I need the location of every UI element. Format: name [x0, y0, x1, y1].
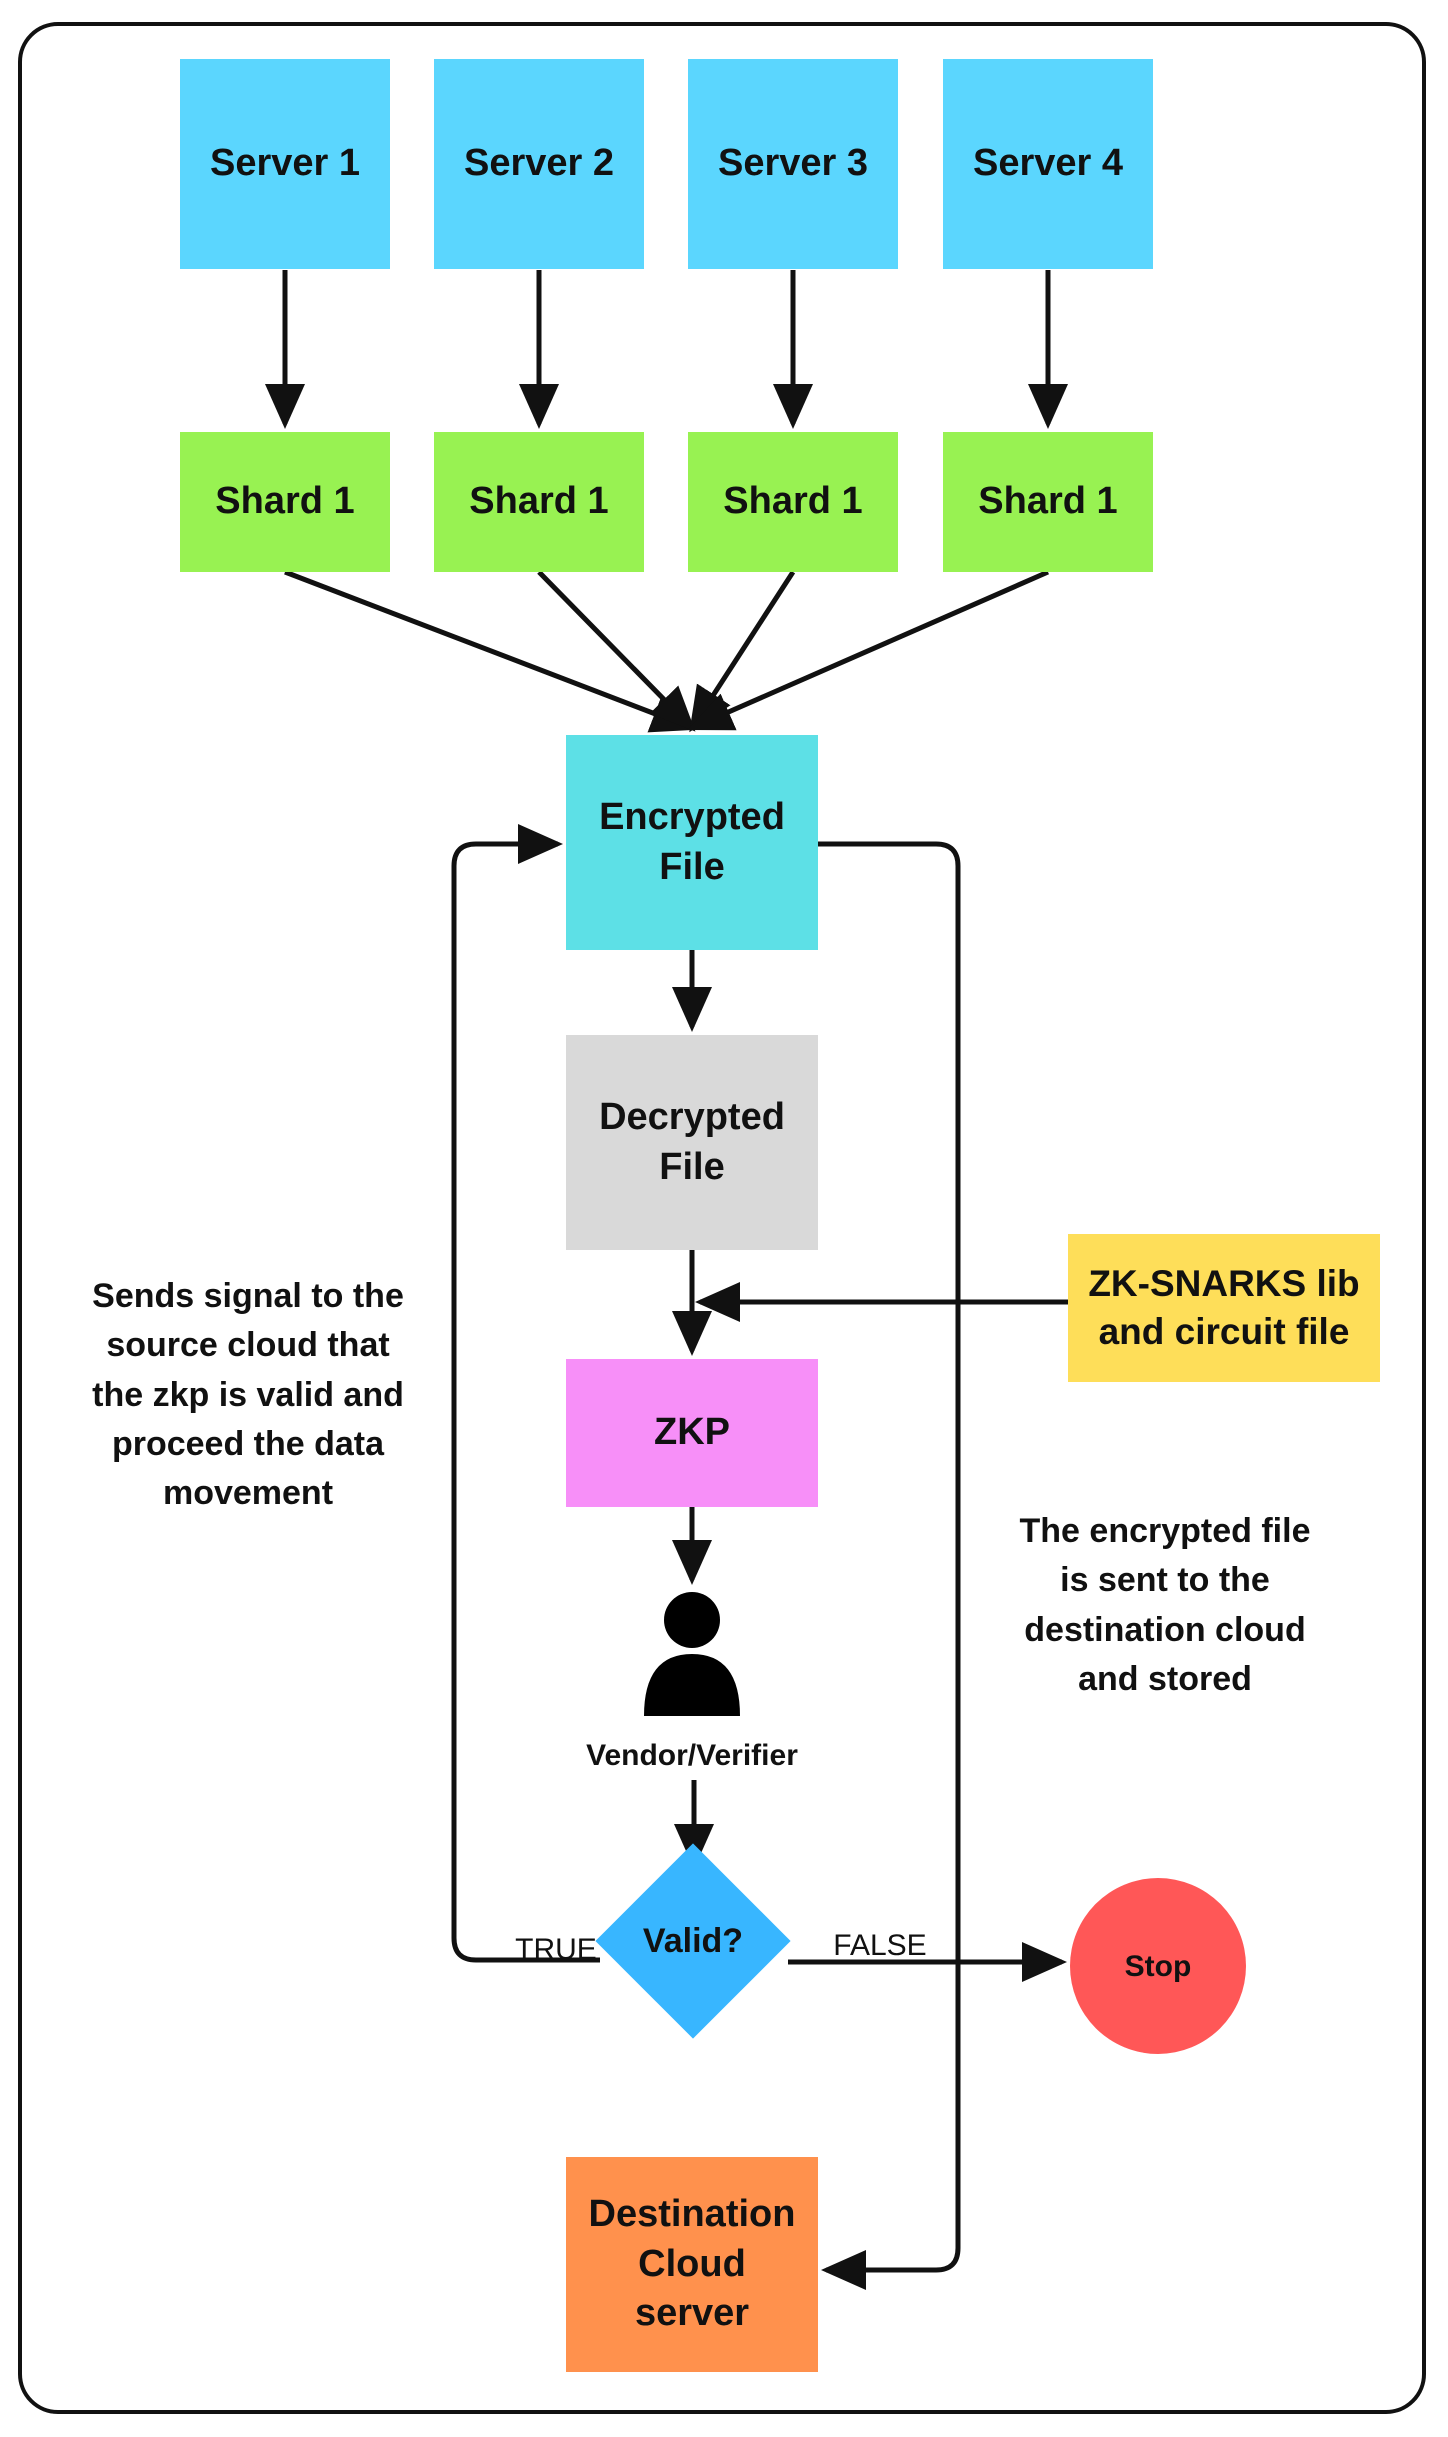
shard1-to-encrypted-arrow: [284, 569, 697, 733]
shard2-to-encrypted-arrow: [537, 570, 696, 732]
shard-4-label: Shard 1: [978, 480, 1118, 523]
server-3-label: Server 3: [717, 142, 868, 185]
right-annotation-line: The encrypted file: [1019, 1512, 1311, 1550]
shard-3-box: Shard 1: [688, 432, 898, 572]
left-annotation-line: proceed the data: [111, 1424, 385, 1463]
server-3-box: Server 3: [688, 59, 898, 269]
shard-1-box: Shard 1: [180, 432, 390, 572]
person-icon: [644, 1592, 740, 1716]
zkp-box: ZKP: [566, 1359, 818, 1507]
shard-2-label: Shard 1: [469, 480, 609, 523]
stop-label: Stop: [1124, 1949, 1192, 1983]
diagram-frame: [18, 22, 1426, 2414]
destination-cloud-box: Destination Cloud server: [566, 2157, 818, 2372]
decrypted-file-label-line2: File: [659, 1145, 725, 1188]
destination-label-line3: server: [634, 2292, 750, 2335]
stop-circle: Stop: [1070, 1878, 1246, 2054]
decrypted-file-label-line1: Decrypted: [599, 1096, 785, 1139]
false-branch-label: FALSE: [833, 1929, 927, 1962]
destination-label-line1: Destination: [588, 2193, 796, 2236]
encrypted-file-label-line1: Encrypted: [599, 796, 785, 839]
server-1-label: Server 1: [209, 142, 360, 185]
server-2-label: Server 2: [463, 142, 614, 185]
shard4-to-encrypted-arrow: [687, 569, 1050, 731]
left-annotation: Sends signal to the source cloud that th…: [62, 1272, 434, 1518]
right-annotation-line: and stored: [1078, 1659, 1252, 1698]
server-4-box: Server 4: [943, 59, 1153, 269]
zk-lib-label-line1: ZK-SNARKS lib: [1088, 1262, 1360, 1304]
server-1-box: Server 1: [180, 59, 390, 269]
zk-snarks-lib-box: ZK-SNARKS lib and circuit file: [1068, 1234, 1380, 1382]
true-loop-arrow: [451, 824, 600, 1963]
right-annotation-line: is sent to the: [1060, 1561, 1270, 1600]
true-branch-label: TRUE: [515, 1933, 597, 1966]
encrypted-file-box: Encrypted File: [566, 735, 818, 950]
server-4-label: Server 4: [972, 142, 1123, 185]
verifier-label: Vendor/Verifier: [586, 1739, 798, 1772]
zk-lib-label-line2: and circuit file: [1098, 1311, 1350, 1352]
encrypted-to-destination-arrow: [818, 841, 961, 2290]
shard-1-label: Shard 1: [215, 480, 355, 523]
left-annotation-line: Sends signal to the: [92, 1277, 404, 1315]
zkp-label: ZKP: [654, 1411, 730, 1454]
right-annotation: The encrypted file is sent to the destin…: [960, 1507, 1370, 1704]
server-2-box: Server 2: [434, 59, 644, 269]
valid-decision-label: Valid?: [642, 1921, 744, 1960]
destination-label-line2: Cloud: [638, 2242, 746, 2285]
shard-3-label: Shard 1: [723, 480, 863, 523]
left-annotation-line: the zkp is valid and: [92, 1375, 404, 1414]
shard-4-box: Shard 1: [943, 432, 1153, 572]
right-annotation-line: destination cloud: [1024, 1610, 1306, 1649]
encrypted-file-label-line2: File: [659, 845, 725, 888]
left-annotation-line: movement: [162, 1474, 334, 1513]
shard-2-box: Shard 1: [434, 432, 644, 572]
left-annotation-line: source cloud that: [106, 1326, 390, 1365]
decrypted-file-box: Decrypted File: [566, 1035, 818, 1250]
